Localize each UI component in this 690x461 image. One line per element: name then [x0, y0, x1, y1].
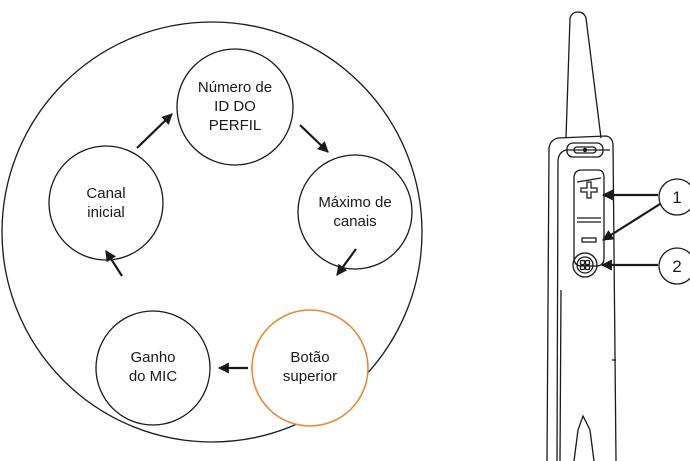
callout-1: 1: [658, 178, 690, 216]
node-initial-channel: Canal inicial: [48, 145, 164, 261]
node-top-button: Botão superior: [251, 309, 369, 427]
node-profile-id-line-1: Número de: [198, 79, 272, 96]
radio-top-knob: [566, 142, 604, 158]
node-profile-id-line-3: PERFIL: [209, 117, 262, 134]
node-max-channels: Máximo de canais: [297, 154, 413, 270]
outer-cycle-circle: [1, 21, 423, 443]
node-initial-channel-line-2: inicial: [87, 204, 125, 221]
minus-icon: [581, 237, 597, 243]
node-max-channels-line-2: canais: [333, 213, 376, 230]
node-max-channels-line-1: Máximo de: [318, 194, 391, 211]
node-profile-id-line-2: ID DO: [214, 98, 256, 115]
radio-body-outline: [546, 135, 617, 461]
node-top-button-line-1: Botão: [290, 349, 329, 366]
callout-1-number: 1: [672, 188, 681, 207]
arrow-mic-to-initial: [105, 250, 123, 277]
radio-antenna: [565, 11, 602, 139]
callout-arrow-1b: [602, 203, 661, 241]
node-top-button-line-2: superior: [283, 368, 337, 385]
node-profile-id: Número de ID DO PERFIL: [176, 48, 294, 166]
callout-2-number: 2: [672, 257, 681, 276]
arrow-max-to-top: [336, 248, 357, 276]
radio-side-view: [546, 11, 617, 461]
node-mic-gain-line-2: do MIC: [129, 368, 178, 385]
node-initial-channel-line-1: Canal: [86, 185, 125, 202]
arrow-initial-to-profile: [136, 113, 173, 149]
node-mic-gain: Ganho do MIC: [95, 310, 211, 426]
plus-icon: [580, 181, 598, 199]
callout-2: 2: [658, 247, 690, 285]
node-mic-gain-line-1: Ganho: [130, 349, 175, 366]
top-side-button: [572, 252, 598, 278]
arrow-profile-to-max: [299, 124, 329, 153]
grid-icon: [579, 259, 586, 266]
